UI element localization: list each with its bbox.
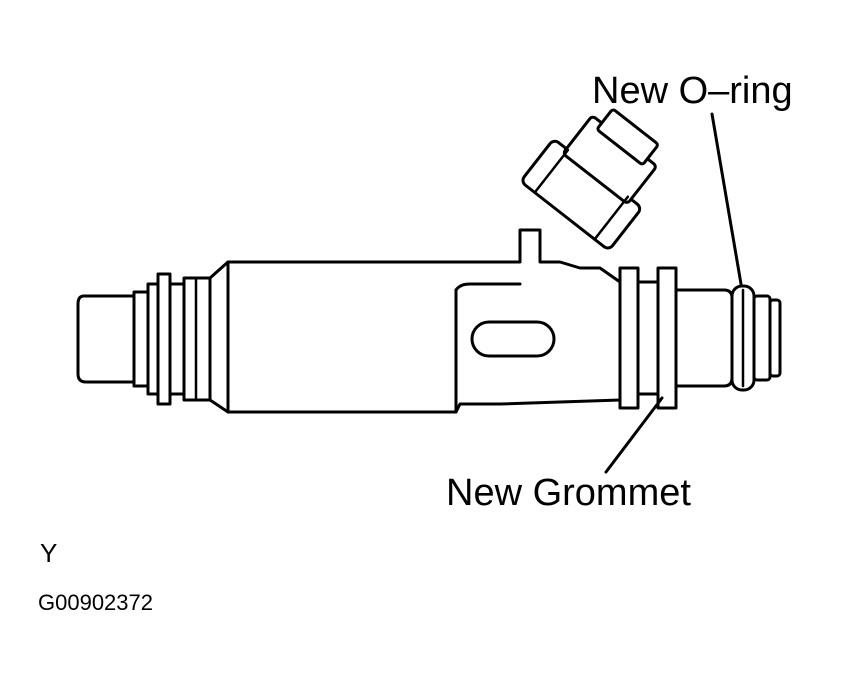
oring-leader-line	[710, 112, 743, 286]
outlet-tube	[674, 288, 734, 388]
grommet-label: New Grommet	[446, 472, 691, 514]
oring	[730, 284, 756, 392]
grommet	[618, 266, 678, 410]
view-letter: Y	[40, 538, 58, 568]
neck-rings	[132, 272, 212, 406]
figure-id: G00902372	[38, 590, 153, 615]
body-slot	[470, 320, 556, 358]
injector-body	[208, 228, 622, 414]
oring-label: New O–ring	[592, 70, 793, 112]
injector-tip	[752, 294, 782, 382]
electrical-connector	[521, 108, 659, 250]
nozzle-cap	[76, 294, 136, 384]
grommet-leader-line	[604, 396, 664, 474]
